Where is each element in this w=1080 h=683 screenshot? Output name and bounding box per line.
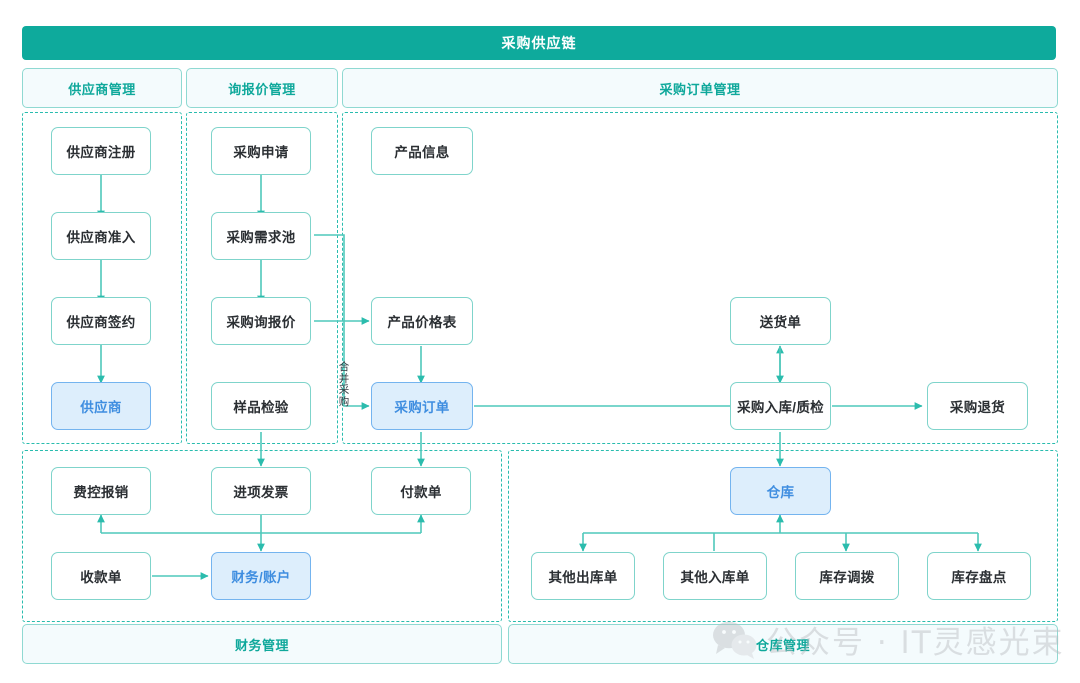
node-label: 供应商注册 <box>66 145 136 160</box>
node-label: 收款单 <box>80 570 122 585</box>
section-header-inquiry-label: 询报价管理 <box>228 81 296 97</box>
node-label: 采购询报价 <box>226 315 296 330</box>
node-label: 库存盘点 <box>951 570 1007 585</box>
node-supplier-contract[interactable]: 供应商签约 <box>51 297 151 345</box>
node-expense-claim[interactable]: 费控报销 <box>51 467 151 515</box>
node-supplier-access[interactable]: 供应商准入 <box>51 212 151 260</box>
node-label: 采购需求池 <box>226 230 296 245</box>
watermark-text: 公众号 · IT灵感光束 <box>766 625 1065 661</box>
node-delivery-note[interactable]: 送货单 <box>730 297 831 345</box>
panel-finance <box>22 450 502 622</box>
section-header-finance[interactable]: 财务管理 <box>22 624 502 664</box>
node-label: 库存调拨 <box>819 570 875 585</box>
node-label: 仓库 <box>766 485 795 500</box>
wechat-icon <box>712 621 758 659</box>
node-label: 样品检验 <box>233 400 289 415</box>
node-demand-pool[interactable]: 采购需求池 <box>211 212 311 260</box>
node-price-list[interactable]: 产品价格表 <box>371 297 473 345</box>
edge-label-merge-purchase: 合并采购 <box>338 361 350 408</box>
node-label: 财务/账户 <box>231 570 291 585</box>
section-header-order-label: 采购订单管理 <box>659 81 741 97</box>
node-label: 付款单 <box>400 485 442 500</box>
node-product-info[interactable]: 产品信息 <box>371 127 473 175</box>
node-label: 产品信息 <box>394 145 450 160</box>
section-header-order[interactable]: 采购订单管理 <box>342 68 1058 108</box>
section-header-supplier-label: 供应商管理 <box>68 81 136 97</box>
node-stock-transfer[interactable]: 库存调拨 <box>795 552 899 600</box>
node-payment-slip[interactable]: 付款单 <box>371 467 471 515</box>
node-label: 费控报销 <box>73 485 129 500</box>
node-label: 采购申请 <box>233 145 289 160</box>
node-label: 采购入库/质检 <box>737 400 824 415</box>
node-supplier-register[interactable]: 供应商注册 <box>51 127 151 175</box>
node-label: 采购退货 <box>949 400 1006 415</box>
node-label: 产品价格表 <box>387 315 457 330</box>
node-label: 送货单 <box>759 315 802 330</box>
watermark: 公众号 · IT灵感光束 <box>712 617 1065 662</box>
node-inbound-qc[interactable]: 采购入库/质检 <box>730 382 831 430</box>
node-purchase-request[interactable]: 采购申请 <box>211 127 311 175</box>
node-receipt-slip[interactable]: 收款单 <box>51 552 151 600</box>
node-sample-check[interactable]: 样品检验 <box>211 382 311 430</box>
diagram-title: 采购供应链 <box>501 35 577 51</box>
section-header-inquiry[interactable]: 询报价管理 <box>186 68 338 108</box>
node-supplier[interactable]: 供应商 <box>51 382 151 430</box>
node-label: 其他入库单 <box>680 570 750 585</box>
node-other-inbound[interactable]: 其他入库单 <box>663 552 767 600</box>
panel-supplier <box>22 112 182 444</box>
section-header-supplier[interactable]: 供应商管理 <box>22 68 182 108</box>
node-label: 供应商准入 <box>66 230 136 245</box>
section-header-warehouse-label: 仓库管理 <box>755 637 810 653</box>
panel-warehouse <box>508 450 1058 622</box>
node-finance-account[interactable]: 财务/账户 <box>211 552 311 600</box>
node-warehouse[interactable]: 仓库 <box>730 467 831 515</box>
section-header-warehouse[interactable]: 仓库管理 <box>508 624 1058 664</box>
node-purchase-order[interactable]: 采购订单 <box>371 382 473 430</box>
node-label: 采购订单 <box>394 400 450 415</box>
node-input-invoice[interactable]: 进项发票 <box>211 467 311 515</box>
node-label: 供应商签约 <box>66 315 136 330</box>
section-header-finance-label: 财务管理 <box>234 637 289 653</box>
node-stock-count[interactable]: 库存盘点 <box>927 552 1031 600</box>
node-label: 进项发票 <box>233 485 289 500</box>
node-label: 供应商 <box>80 400 122 415</box>
node-purchase-return[interactable]: 采购退货 <box>927 382 1028 430</box>
diagram-title-bar: 采购供应链 <box>22 26 1056 60</box>
node-purchase-inquiry[interactable]: 采购询报价 <box>211 297 311 345</box>
node-label: 其他出库单 <box>548 570 618 585</box>
node-other-outbound[interactable]: 其他出库单 <box>531 552 635 600</box>
